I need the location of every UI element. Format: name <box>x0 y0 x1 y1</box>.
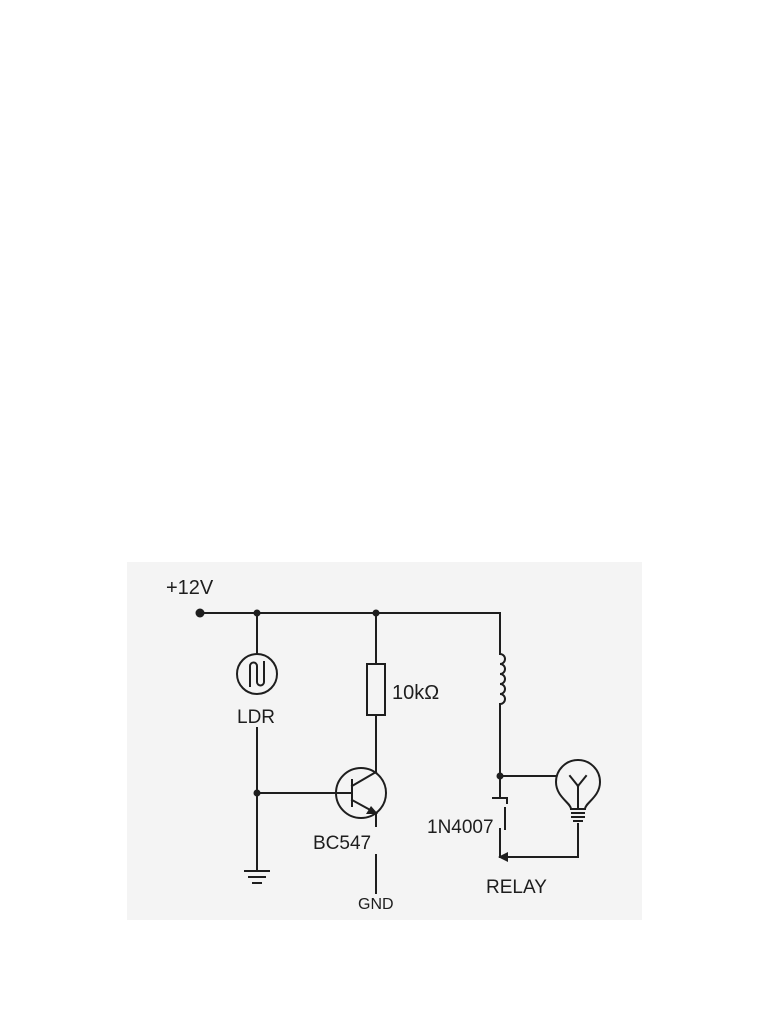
circuit-panel <box>127 562 642 920</box>
transistor-label: BC547 <box>313 833 371 854</box>
ldr-label: LDR <box>237 707 275 728</box>
resistor-symbol <box>366 663 386 716</box>
diode-symbol <box>492 775 508 858</box>
ground-label: GND <box>358 896 394 913</box>
resistor-label: 10kΩ <box>392 682 439 704</box>
lamp-return-wire <box>498 823 579 862</box>
ldr-symbol <box>236 653 278 695</box>
diode-label: 1N4007 <box>427 817 494 838</box>
ldr-branch <box>236 612 278 871</box>
relay-label: RELAY <box>486 877 547 898</box>
supply-label: +12V <box>166 577 214 599</box>
relay-coil-symbol <box>498 652 506 706</box>
ground-symbol <box>244 870 270 884</box>
lamp-icon <box>554 759 602 822</box>
supply-rail <box>195 608 501 618</box>
resistor-branch <box>366 612 386 773</box>
supply-terminal <box>195 608 205 618</box>
transistor-symbol <box>335 767 387 827</box>
relay-coil-branch <box>496 612 506 780</box>
